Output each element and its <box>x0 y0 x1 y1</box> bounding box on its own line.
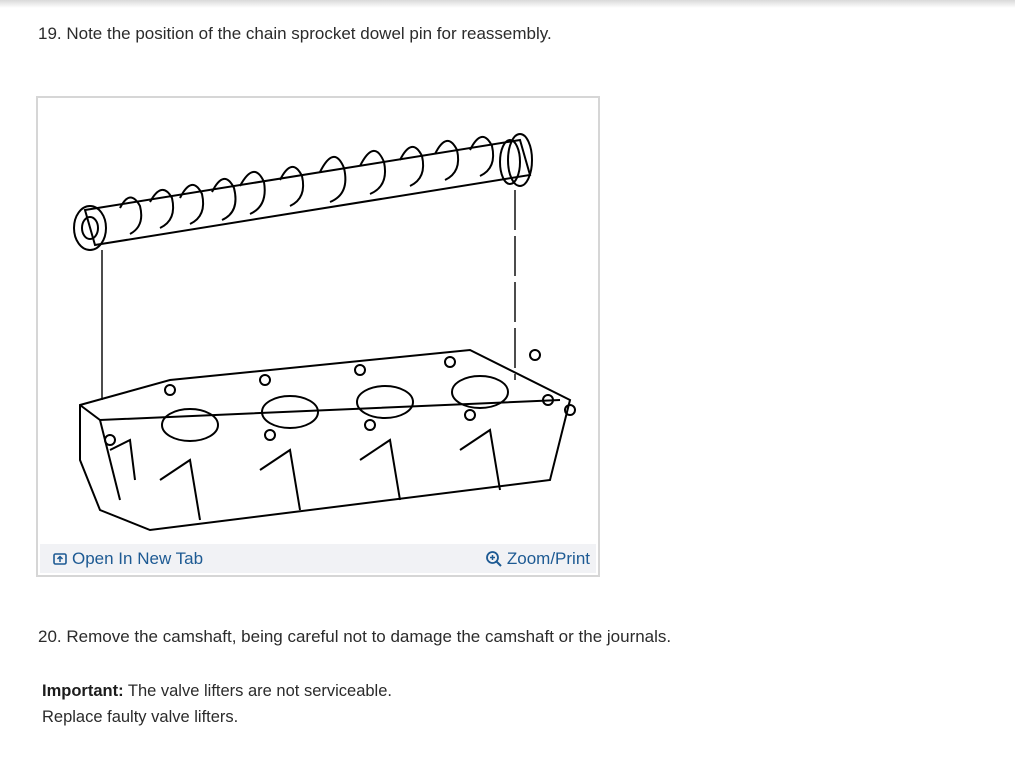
open-in-new-tab-button[interactable]: Open In New Tab <box>52 548 203 570</box>
open-in-new-tab-icon <box>53 553 67 565</box>
important-line-1: The valve lifters are not serviceable. <box>123 682 392 700</box>
top-shadow <box>0 0 1015 8</box>
figure-toolbar: Open In New Tab Zoom/Print <box>40 544 596 573</box>
important-label: Important: <box>42 682 124 700</box>
step-20-text: 20. Remove the camshaft, being careful n… <box>38 627 672 646</box>
zoom-print-label: Zoom/Print <box>506 549 590 568</box>
camshaft-diagram[interactable] <box>40 100 596 542</box>
step-19-text: 19. Note the position of the chain sproc… <box>38 24 552 43</box>
important-note: Important: The valve lifters are not ser… <box>42 678 392 730</box>
zoom-print-button[interactable]: Zoom/Print <box>485 548 590 570</box>
open-in-new-tab-label: Open In New Tab <box>72 549 204 568</box>
figure-container: Open In New Tab Zoom/Print <box>36 96 600 577</box>
zoom-in-icon <box>485 551 502 567</box>
important-line-2: Replace faulty valve lifters. <box>42 708 239 726</box>
